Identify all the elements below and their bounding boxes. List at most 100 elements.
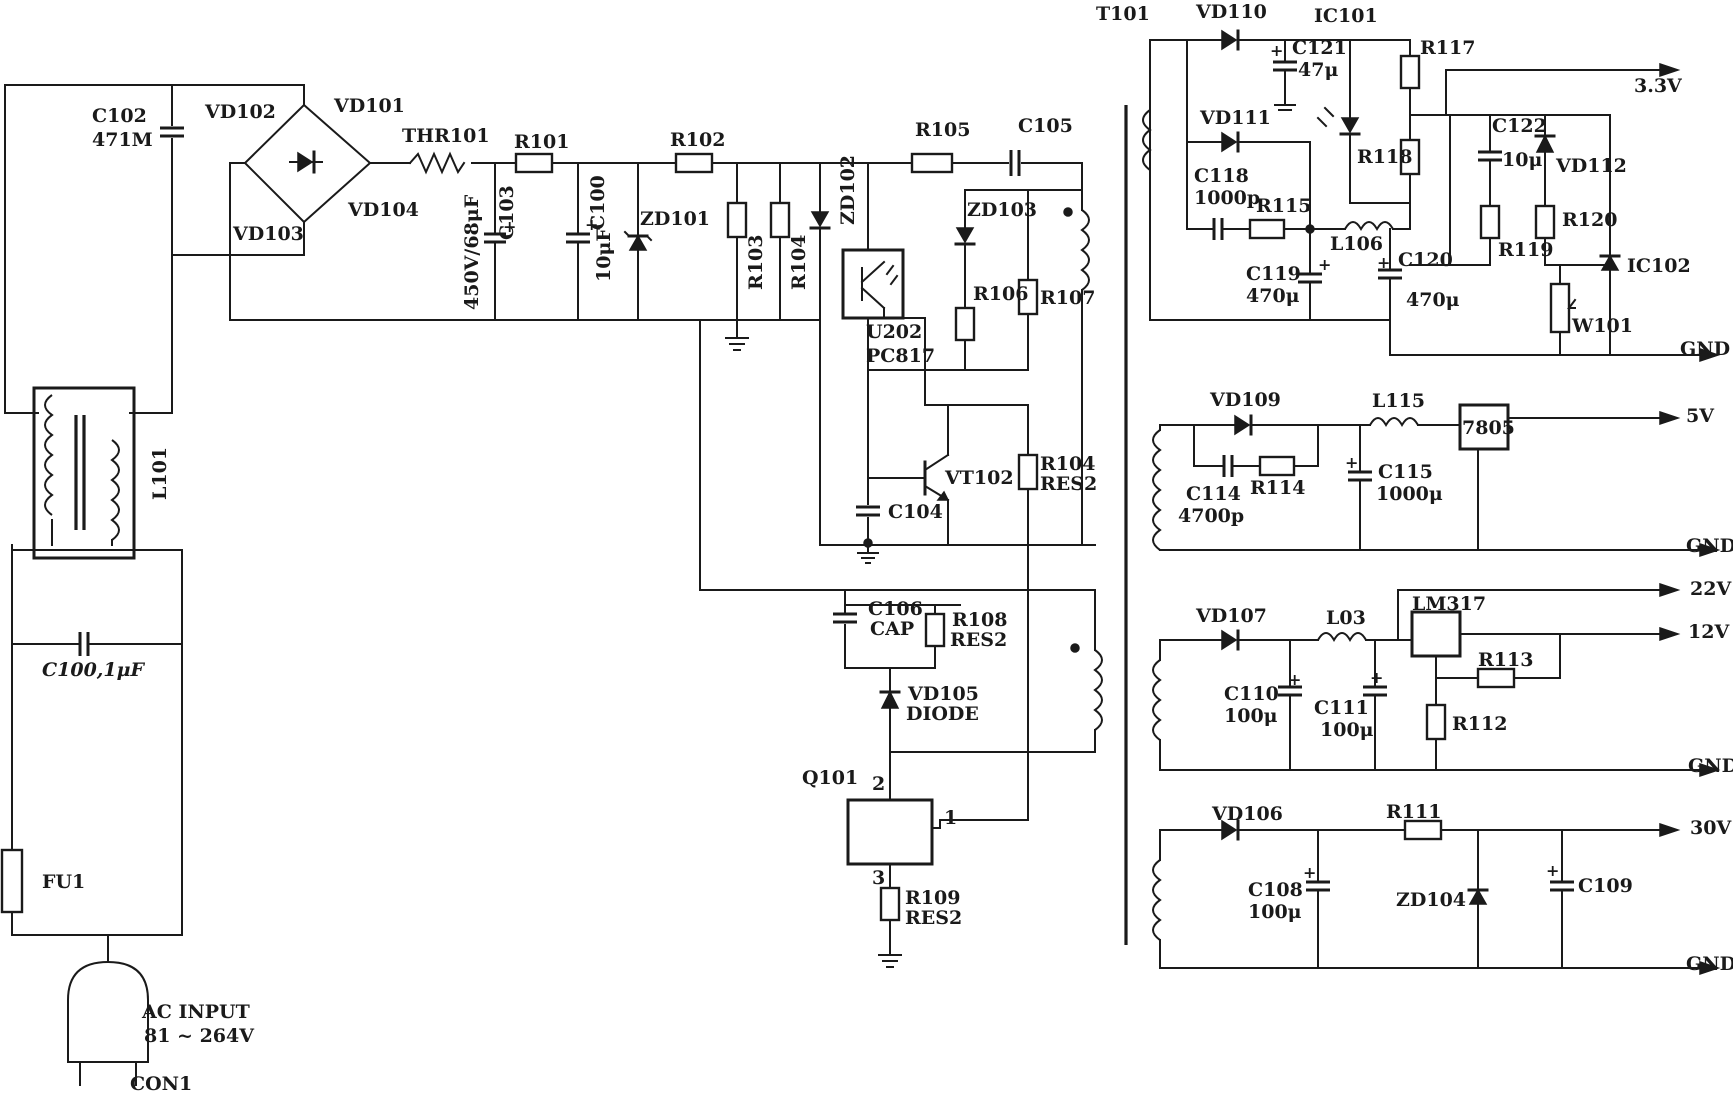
mosfet-q101	[846, 798, 934, 866]
label-r108: R108	[952, 609, 1007, 631]
label-vd110: VD110	[1195, 1, 1267, 23]
label-r103: R103	[745, 235, 767, 290]
label-zd102: ZD102	[837, 155, 859, 225]
resistor-r102	[674, 152, 714, 174]
label-q101: Q101	[802, 767, 858, 789]
label-c114: C114	[1186, 483, 1241, 505]
optocoupler-u202	[841, 248, 905, 320]
label-c109: C109	[1578, 875, 1633, 897]
label-pin2: 2	[872, 773, 885, 795]
label-l115: L115	[1372, 390, 1425, 412]
label-c118: C118	[1194, 165, 1249, 187]
label-r112: R112	[1452, 713, 1507, 735]
label-vd101: VD101	[333, 95, 405, 117]
label-c119-val: 470μ	[1246, 285, 1300, 307]
output-22v-label: 22V	[1690, 578, 1732, 600]
label-c110: C110	[1224, 683, 1279, 705]
output-12v-label: 12V	[1688, 621, 1730, 643]
regulator-lm317	[1410, 610, 1462, 658]
svg-text:+: +	[503, 217, 516, 236]
resistor-r109	[879, 886, 901, 922]
label-r115: R115	[1256, 195, 1311, 217]
label-r102: R102	[670, 129, 725, 151]
label-c122-val: 10μ	[1502, 149, 1542, 171]
choke-l101	[32, 386, 136, 560]
label-c100-1u: C100,1μF	[42, 659, 146, 681]
svg-text:+: +	[1345, 453, 1358, 472]
label-c121-val: 47μ	[1298, 59, 1338, 81]
label-c102: C102	[92, 105, 147, 127]
resistor-r104-upper	[769, 201, 791, 239]
label-c119: C119	[1246, 263, 1301, 285]
label-c108: C108	[1248, 879, 1303, 901]
label-diode: DIODE	[906, 703, 979, 725]
label-vt102: VT102	[944, 467, 1014, 489]
output-5v-label: 5V	[1686, 405, 1715, 427]
label-r101: R101	[514, 131, 569, 153]
label-r105: R105	[915, 119, 970, 141]
feedback-section	[841, 162, 1090, 821]
primary-dc-bus	[229, 150, 1096, 591]
label-c108-val: 100μ	[1248, 901, 1302, 923]
label-l106: L106	[1330, 233, 1383, 255]
label-vd107: VD107	[1195, 605, 1267, 627]
svg-text:+: +	[1377, 253, 1390, 272]
component-labels: C102 471M VD102 VD101 VD104 VD103 THR101…	[42, 1, 1691, 1094]
resistor-r117	[1399, 54, 1421, 90]
resistor-r114	[1258, 455, 1296, 477]
label-r104-lower: R104	[1040, 453, 1095, 475]
label-w101: W101	[1571, 315, 1633, 337]
label-c114-val: 4700p	[1178, 505, 1244, 527]
label-res2-c: RES2	[905, 907, 962, 929]
resistor-r106	[954, 306, 976, 342]
regulator-7805	[1458, 403, 1510, 451]
label-vd112: VD112	[1555, 155, 1627, 177]
resistor-r105	[910, 152, 954, 174]
output-12v-22v	[1152, 582, 1721, 778]
label-c110-val: 100μ	[1224, 705, 1278, 727]
output-gnd2-label: GND	[1686, 535, 1733, 557]
label-lm317: LM317	[1412, 593, 1486, 615]
output-labels: 3.3V GND 5V GND 22V 12V GND 30V GND	[1634, 75, 1733, 975]
label-thr101: THR101	[402, 125, 490, 147]
label-c104: C104	[888, 501, 943, 523]
label-c111: C111	[1314, 697, 1369, 719]
label-c120-val: 470μ	[1406, 289, 1460, 311]
label-vd102: VD102	[204, 101, 276, 123]
output-5v	[1152, 403, 1721, 558]
label-c105: C105	[1018, 115, 1073, 137]
label-cap: CAP	[870, 618, 914, 640]
output-3v3	[1142, 29, 1721, 363]
resistor-r115	[1248, 218, 1286, 240]
switch-section	[833, 589, 1103, 968]
label-res2-b: RES2	[950, 629, 1007, 651]
label-res2-a: RES2	[1040, 473, 1097, 495]
label-c103: C103	[496, 185, 518, 240]
label-ic101: IC101	[1314, 5, 1378, 27]
label-ac-range: 81 ~ 264V	[144, 1025, 255, 1047]
label-r117: R117	[1420, 37, 1475, 59]
svg-text:+: +	[1270, 41, 1283, 60]
polarity-marks: + + + + + + + + + +	[503, 41, 1559, 882]
label-ac-input: AC INPUT	[141, 1001, 250, 1023]
label-u202: U202	[866, 321, 922, 343]
bridge-rectifier	[229, 84, 411, 321]
ac-input-connector	[67, 960, 149, 1063]
label-r109: R109	[905, 887, 960, 909]
label-c122: C122	[1492, 115, 1547, 137]
svg-text:+: +	[1318, 255, 1331, 274]
label-c118-val: 1000p	[1194, 187, 1260, 209]
label-7805: 7805	[1462, 417, 1515, 439]
resistor-r104-lower	[1017, 453, 1039, 491]
label-c100-10u: C100	[587, 175, 609, 230]
input-section	[0, 84, 305, 1086]
label-r120: R120	[1562, 209, 1617, 231]
label-vd109: VD109	[1209, 389, 1281, 411]
label-l03: L03	[1326, 607, 1366, 629]
output-30v	[1152, 819, 1721, 976]
svg-text:+: +	[585, 215, 598, 234]
label-vd106: VD106	[1211, 803, 1283, 825]
label-zd104: ZD104	[1396, 889, 1466, 911]
resistor-r120	[1534, 204, 1556, 240]
